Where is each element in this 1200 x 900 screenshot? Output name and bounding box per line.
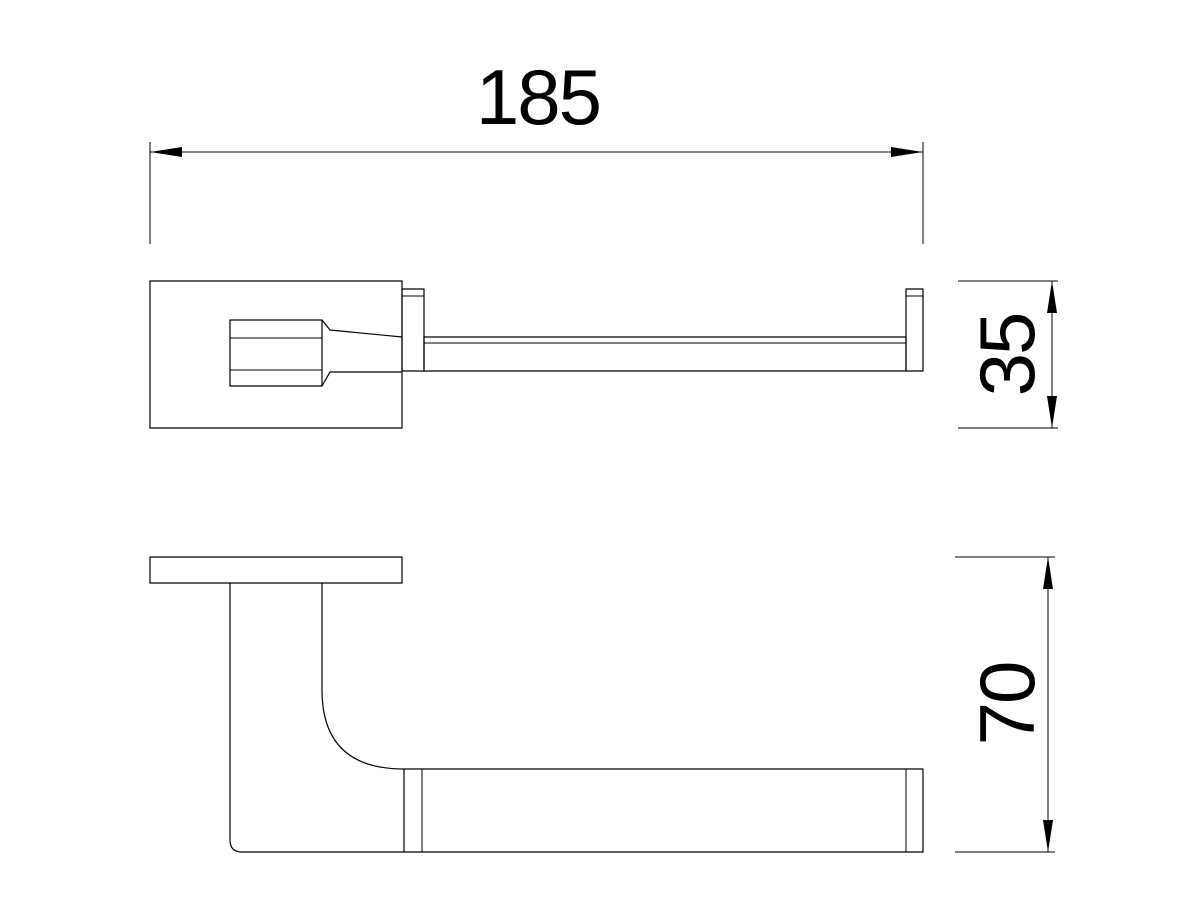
top-view-end-cap [905,288,924,372]
side-view [149,556,924,853]
top-view-wall-plate [149,280,403,429]
top-view-neck-upper [321,319,403,338]
top-view-neck-lower [321,371,402,387]
depth-arrow-bottom [1047,396,1057,428]
top-view-mount-block [229,319,323,387]
height-arrow-top [1043,557,1053,589]
top-view-base-riser [401,288,425,372]
width-arrow-left [150,147,182,157]
width-dimension: 185 [149,53,924,244]
top-view [149,280,924,429]
side-view-wall-plate [149,556,403,584]
width-arrow-right [891,147,923,157]
width-label: 185 [476,53,600,141]
side-view-arm-bar [403,768,924,853]
side-view-arm-inner [321,583,405,770]
height-label: 70 [963,663,1051,746]
height-dimension: 70 [955,556,1055,853]
depth-label: 35 [963,314,1051,397]
depth-arrow-top [1047,281,1057,313]
side-view-arm-outer [229,583,404,853]
height-arrow-bottom [1043,820,1053,852]
depth-dimension: 35 [958,280,1058,429]
top-view-arm-bar [423,336,907,372]
